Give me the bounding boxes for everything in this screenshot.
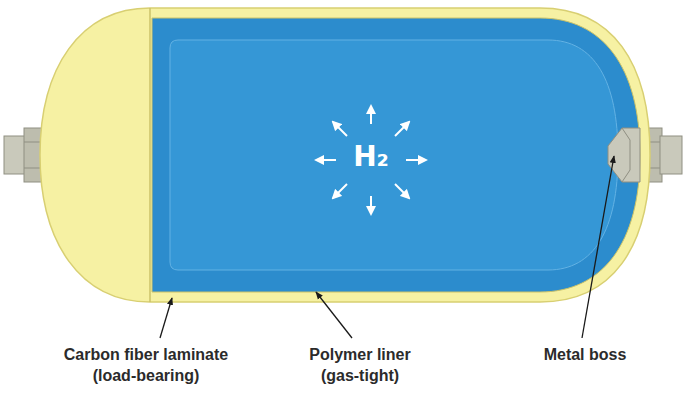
boss-edge — [622, 128, 630, 182]
gas-space — [170, 40, 618, 270]
part-label: Polymer liner (gas-tight) — [290, 344, 430, 386]
leader-lines — [160, 156, 614, 338]
part-label: Carbon fiber laminate (load-bearing) — [48, 344, 244, 386]
dome-seam — [149, 8, 151, 302]
pressure-arrows — [316, 106, 426, 214]
part-label: Metal boss — [520, 344, 650, 365]
left-boss — [4, 128, 44, 182]
gas-symbol: H₂ — [321, 140, 421, 173]
carbon-laminate — [40, 8, 650, 302]
polymer-liner — [152, 18, 640, 292]
boss-insert — [608, 128, 640, 182]
